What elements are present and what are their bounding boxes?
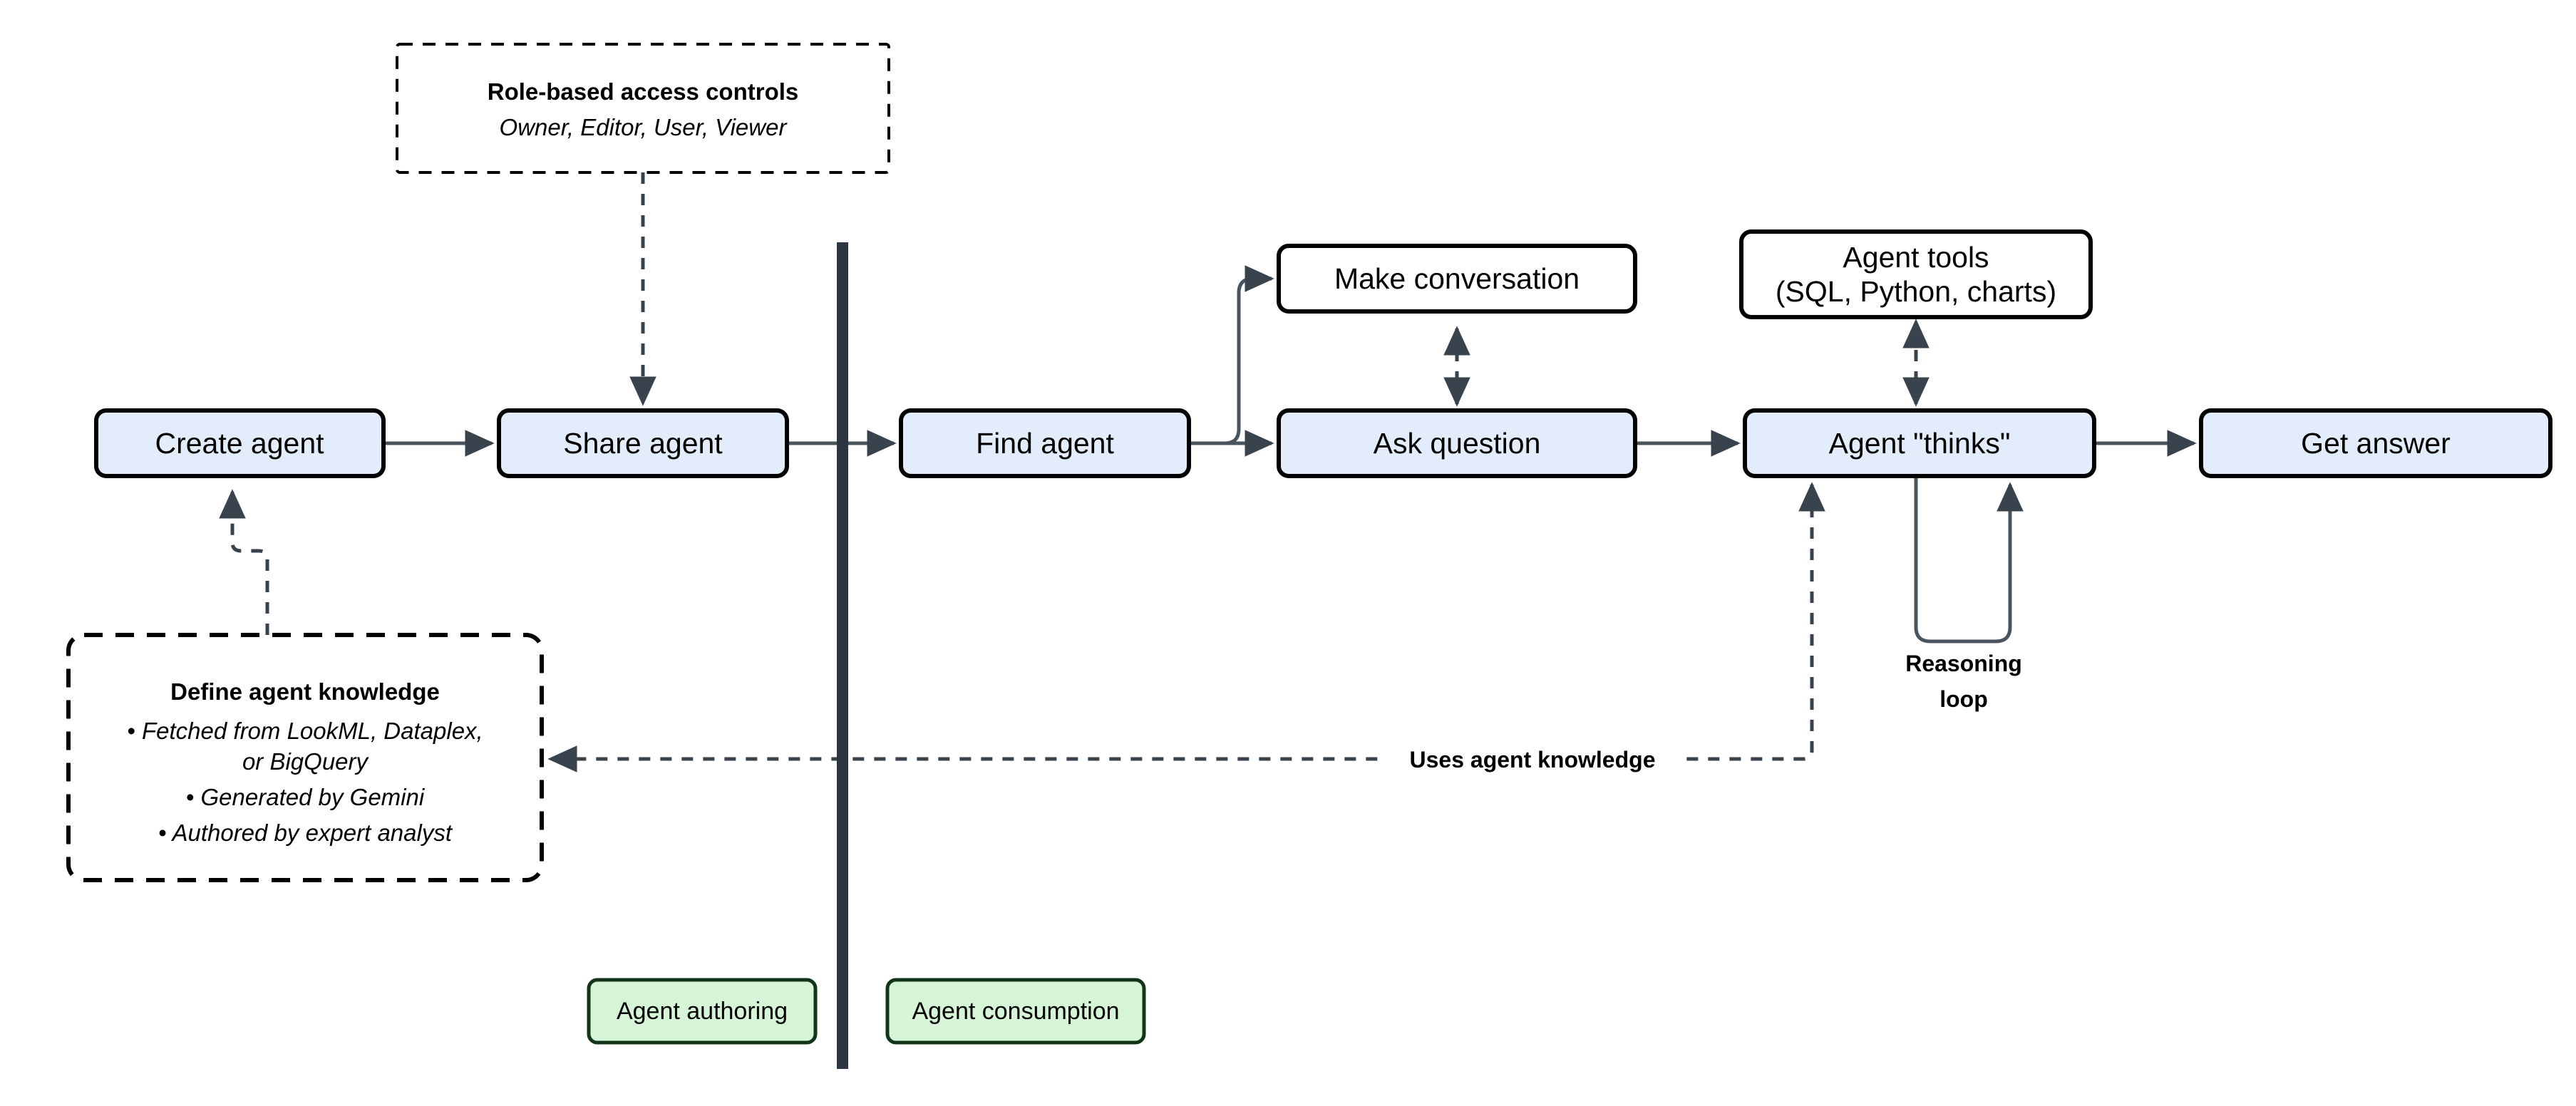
rbac-note: Role-based access controls Owner, Editor… bbox=[396, 43, 890, 174]
edge-find-to-make-conversation bbox=[1189, 265, 1274, 445]
agent-knowledge-note-line-1: • Fetched from LookML, Dataplex, bbox=[127, 718, 483, 744]
agent-knowledge-note-box bbox=[66, 633, 544, 882]
node-find-agent-box[interactable] bbox=[899, 408, 1191, 478]
node-share-agent-label: Share agent bbox=[563, 427, 723, 460]
authoring-consumption-divider bbox=[837, 242, 848, 1069]
node-create-agent-label: Create agent bbox=[155, 427, 324, 460]
edge-knowledge-to-create bbox=[219, 489, 269, 635]
node-make-conversation-label: Make conversation bbox=[1334, 262, 1580, 295]
node-get-answer-box[interactable] bbox=[2199, 408, 2552, 478]
node-agent-thinks[interactable]: Agent "thinks" bbox=[1743, 408, 2096, 478]
connectors-layer bbox=[219, 172, 2197, 772]
agent-knowledge-note-line-2: or BigQuery bbox=[242, 748, 370, 775]
legend-agent-authoring-box[interactable] bbox=[587, 978, 818, 1045]
node-find-agent-label: Find agent bbox=[976, 427, 1114, 460]
legend-agent-authoring[interactable]: Agent authoring bbox=[587, 978, 818, 1045]
node-agent-tools[interactable]: Agent tools (SQL, Python, charts) bbox=[1739, 229, 2093, 319]
legend-agent-consumption-box[interactable] bbox=[885, 978, 1146, 1045]
node-agent-tools-line-1: Agent tools bbox=[1843, 241, 1989, 274]
agent-knowledge-note-line-4: • Authored by expert analyst bbox=[158, 820, 453, 846]
node-make-conversation[interactable]: Make conversation bbox=[1277, 244, 1637, 314]
node-find-agent[interactable]: Find agent bbox=[899, 408, 1191, 478]
reasoning-loop-label-line-1: Reasoning bbox=[1905, 651, 2022, 676]
uses-agent-knowledge-label-bg bbox=[1383, 743, 1682, 775]
legend-agent-consumption-label: Agent consumption bbox=[912, 998, 1119, 1025]
agent-knowledge-note-line-3: • Generated by Gemini bbox=[186, 784, 426, 810]
uses-agent-knowledge-label-group: Uses agent knowledge bbox=[1383, 743, 1682, 775]
node-create-agent[interactable]: Create agent bbox=[94, 408, 386, 478]
rbac-note-line-1: Owner, Editor, User, Viewer bbox=[500, 114, 788, 140]
node-agent-thinks-label: Agent "thinks" bbox=[1829, 427, 2011, 460]
reasoning-loop-label-group: Reasoning loop bbox=[1905, 651, 2022, 712]
node-agent-tools-line-2: (SQL, Python, charts) bbox=[1776, 275, 2056, 308]
node-make-conversation-box[interactable] bbox=[1277, 244, 1637, 314]
rbac-note-title: Role-based access controls bbox=[488, 78, 799, 105]
node-share-agent-box[interactable] bbox=[497, 408, 789, 478]
uses-agent-knowledge-label: Uses agent knowledge bbox=[1410, 747, 1656, 772]
rbac-note-box bbox=[396, 43, 890, 174]
edge-uses-agent-knowledge bbox=[547, 482, 1825, 772]
node-get-answer[interactable]: Get answer bbox=[2199, 408, 2552, 478]
node-create-agent-box[interactable] bbox=[94, 408, 386, 478]
edge-reasoning-loop bbox=[1914, 477, 2024, 644]
legend-agent-consumption[interactable]: Agent consumption bbox=[885, 978, 1146, 1045]
node-ask-question-label: Ask question bbox=[1374, 427, 1541, 460]
node-agent-thinks-box[interactable] bbox=[1743, 408, 2096, 478]
node-ask-question[interactable]: Ask question bbox=[1277, 408, 1637, 478]
reasoning-loop-label-line-2: loop bbox=[1939, 686, 1988, 712]
node-agent-tools-box[interactable] bbox=[1739, 229, 2093, 319]
node-ask-question-box[interactable] bbox=[1277, 408, 1637, 478]
agent-knowledge-note: Define agent knowledge • Fetched from Lo… bbox=[66, 633, 544, 882]
node-get-answer-label: Get answer bbox=[2301, 427, 2451, 460]
legend-agent-authoring-label: Agent authoring bbox=[617, 998, 788, 1025]
agent-knowledge-note-title: Define agent knowledge bbox=[170, 678, 440, 705]
node-share-agent[interactable]: Share agent bbox=[497, 408, 789, 478]
